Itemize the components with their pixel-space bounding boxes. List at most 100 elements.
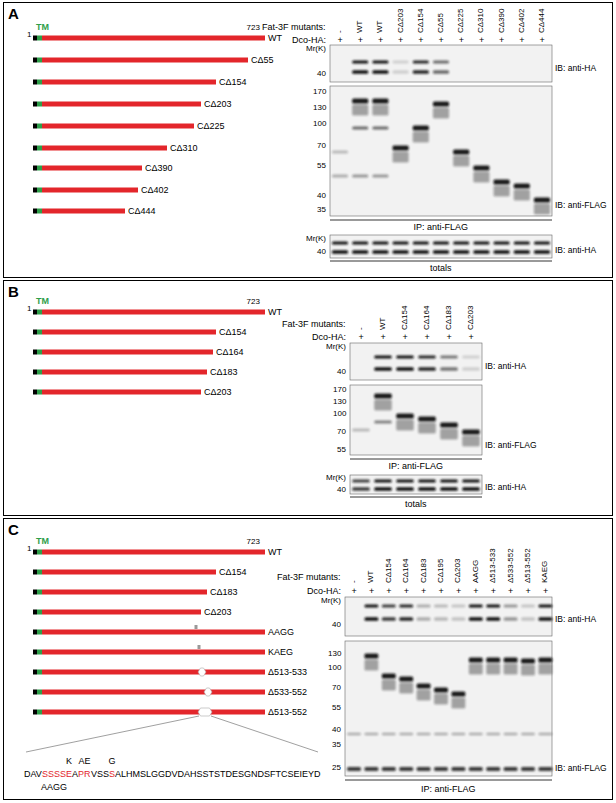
protein-band [534,250,550,254]
protein-band [494,180,510,185]
protein-band [393,70,409,74]
bracket-line [350,459,482,460]
mass-marker: 40 [332,620,341,629]
mass-marker: 35 [317,206,326,214]
residue-number: 723 [247,297,260,306]
protein-band [486,767,500,771]
zoom-line [211,716,318,752]
plus-sign: + [540,35,545,45]
lane-label: AAGG [472,560,480,583]
protein-band [372,242,388,245]
mass-marker: 35 [317,205,326,214]
bracket-line [330,220,552,221]
plus-sign: + [381,333,386,342]
protein-band [469,658,483,663]
protein-band [538,605,552,608]
construct-name: Δ513-533 [268,667,307,677]
transmembrane-segment [37,350,42,355]
blot [330,86,552,216]
blot-membrane [330,45,552,82]
blot-label: IB: anti-HA [555,615,596,624]
protein-band [469,664,483,675]
construct-bar [42,710,265,715]
sequence-segment: ALHMSLGGDVDAHSSTSTDESGNDSFTCSEIEYD [115,769,321,779]
protein-band [374,400,392,411]
blot-membrane [350,475,482,494]
plus-sign: + [473,587,478,596]
protein-band [434,688,448,693]
row-label: Dco-HA: [307,587,341,596]
construct-name: CΔ402 [141,185,169,195]
mass-marker: 55 [317,161,326,170]
transmembrane-segment [37,124,42,129]
ip-label: IP: anti-FLAG [389,461,444,471]
construct-bar [42,124,194,129]
mass-unit: Mr(K) [326,342,346,351]
construct-bar [42,58,248,63]
protein-band [462,487,480,491]
lane-label: - [356,327,365,330]
blot-membrane [350,343,482,380]
row-label: Dco-HA: [312,332,346,342]
protein-band [364,767,378,771]
lane-label: CΔ390 [497,9,506,33]
protein-band [453,150,469,155]
construct-name: CΔ164 [216,348,244,357]
mutation-mark [195,625,198,629]
residue-number: 1 [27,304,31,313]
cytoplasmic-end [33,390,37,395]
panel-letter: A [8,6,19,21]
cytoplasmic-end [33,124,37,129]
protein-band [469,617,483,621]
plus-sign: + [499,36,504,45]
protein-band [374,394,392,399]
plus-sign: + [526,586,531,596]
row-label: Dco-HA: [307,586,341,596]
construct-bar [42,670,265,675]
construct-name: CΔ225 [197,121,225,131]
residue-number: 723 [247,24,260,32]
protein-band [534,198,550,203]
lane-label: WT [356,21,364,33]
construct-name: CΔ444 [128,206,156,216]
cytoplasmic-end [33,350,37,355]
protein-band [396,420,414,431]
lane-label: Δ533-552 [507,548,515,583]
protein-band [372,175,388,178]
construct-name: Δ513-552 [268,708,307,717]
domain-label: TM [36,23,49,32]
residue-number: 1 [27,31,31,39]
protein-band [486,664,500,675]
protein-band [332,151,348,154]
bracket-line [345,780,552,781]
mass-marker: 170 [313,87,326,96]
plus-sign: + [543,587,548,596]
transmembrane-segment [37,58,42,63]
plus-sign: + [369,587,374,596]
construct-bar [42,209,125,214]
panel-letter: B [8,284,19,299]
cytoplasmic-end [33,650,37,655]
protein-band [418,367,436,371]
transmembrane-segment [37,36,42,41]
mass-marker: 130 [313,103,326,112]
row-label: Fat-3F mutants: [282,319,346,329]
construct-name: CΔ183 [210,588,238,597]
lane-label: CΔ195 [436,559,445,583]
construct-name: CΔ154 [219,567,247,577]
mutation-label: AAGG [41,783,67,792]
construct-bar [42,146,167,151]
protein-band [440,429,458,440]
cytoplasmic-end [33,209,37,214]
construct-name: CΔ402 [141,186,169,195]
protein-band [352,242,368,245]
domain-label: TM [36,296,49,306]
protein-band [393,146,409,151]
protein-band [514,250,530,254]
lane-label: CΔ183 [419,559,428,583]
protein-band [393,242,409,245]
construct-name: CΔ55 [251,56,274,65]
construct-name: CΔ225 [197,122,225,131]
transmembrane-segment [37,550,42,555]
sequence-segment: PR [78,769,91,779]
